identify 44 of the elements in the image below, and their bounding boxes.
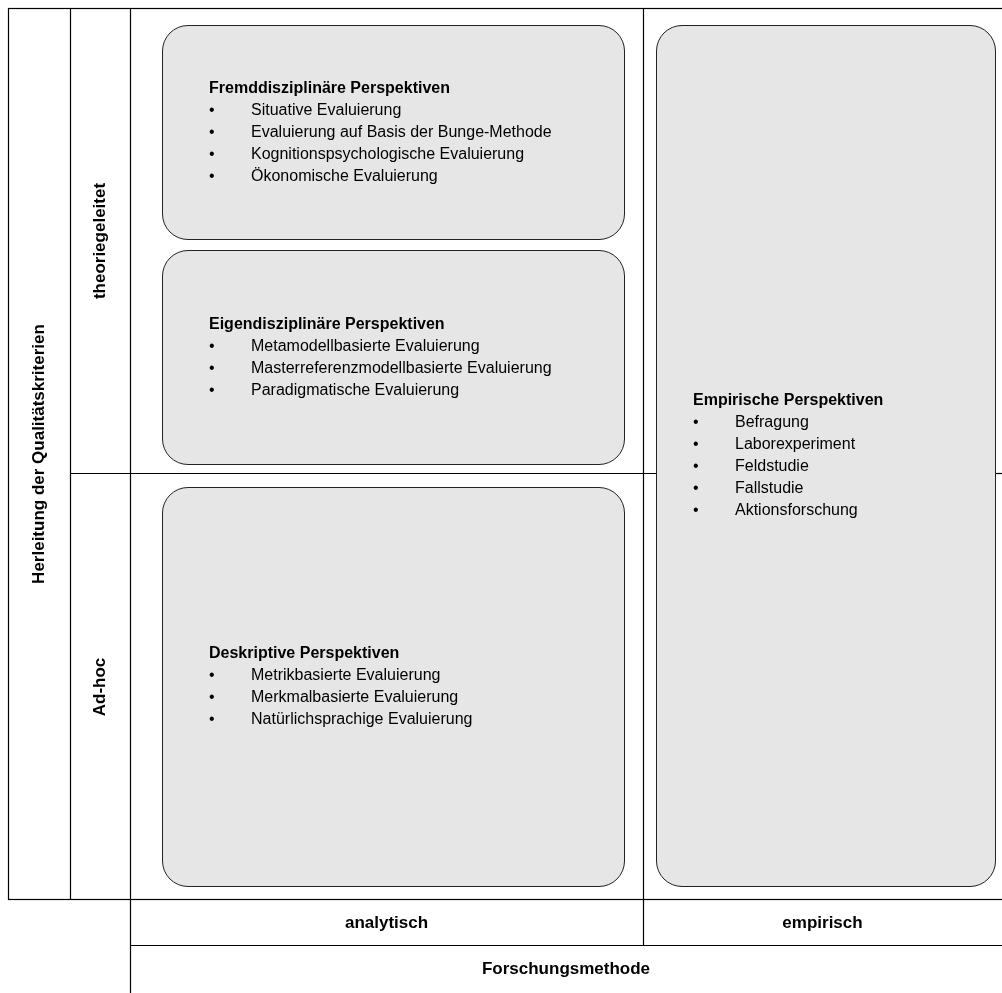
list-item: Kognitionspsychologische Evaluierung — [251, 143, 525, 164]
column-header: empirisch — [782, 912, 863, 933]
bullet: • — [209, 144, 215, 162]
perspective-box — [162, 250, 625, 465]
bullet: • — [209, 710, 215, 727]
list-item: Situative Evaluierung — [251, 99, 402, 120]
bullet: • — [209, 380, 215, 398]
bullet: • — [209, 100, 215, 118]
bullet: • — [693, 501, 699, 518]
row-header: Ad-hoc — [90, 657, 110, 716]
perspective-box — [162, 487, 625, 887]
bullet: • — [209, 666, 215, 683]
list-item: Metrikbasierte Evaluierung — [251, 665, 441, 685]
bullet: • — [693, 413, 699, 430]
bullet: • — [209, 166, 215, 184]
perspective-box — [656, 25, 996, 887]
bullet: • — [209, 122, 215, 140]
list-item: Fallstudie — [735, 478, 804, 498]
axis-label: Forschungsmethode — [481, 959, 651, 979]
box-heading: Eigendisziplinäre Perspektiven — [209, 314, 446, 333]
perspective-box — [162, 25, 625, 240]
list-item: Ökonomische Evaluierung — [251, 165, 438, 186]
list-item: Aktionsforschung — [735, 500, 858, 520]
box-heading: Deskriptive Perspektiven — [209, 644, 401, 662]
bullet: • — [209, 688, 215, 705]
list-item: Natürlichsprachige Evaluierung — [251, 709, 473, 729]
box-heading: Fremddisziplinäre Perspektiven — [209, 78, 451, 97]
bullet: • — [693, 479, 699, 496]
bullet: • — [693, 435, 699, 452]
list-item: Befragung — [735, 412, 809, 432]
bullet: • — [693, 457, 699, 474]
bullet: • — [209, 358, 215, 376]
column-header: analytisch — [344, 912, 429, 933]
list-item: Laborexperiment — [735, 434, 856, 454]
list-item: Paradigmatische Evaluierung — [251, 379, 460, 400]
list-item: Metamodellbasierte Evaluierung — [251, 335, 480, 356]
list-item: Evaluierung auf Basis der Bunge-Methode — [251, 121, 552, 142]
list-item: Merkmalbasierte Evaluierung — [251, 687, 459, 707]
row-header: theoriegeleitet — [90, 182, 110, 299]
bullet: • — [209, 336, 215, 354]
axis-label: Herleitung der Qualitätskriterien — [29, 324, 49, 584]
list-item: Feldstudie — [735, 456, 809, 476]
list-item: Masterreferenzmodellbasierte Evaluierung — [251, 357, 552, 378]
box-heading: Empirische Perspektiven — [693, 391, 885, 409]
